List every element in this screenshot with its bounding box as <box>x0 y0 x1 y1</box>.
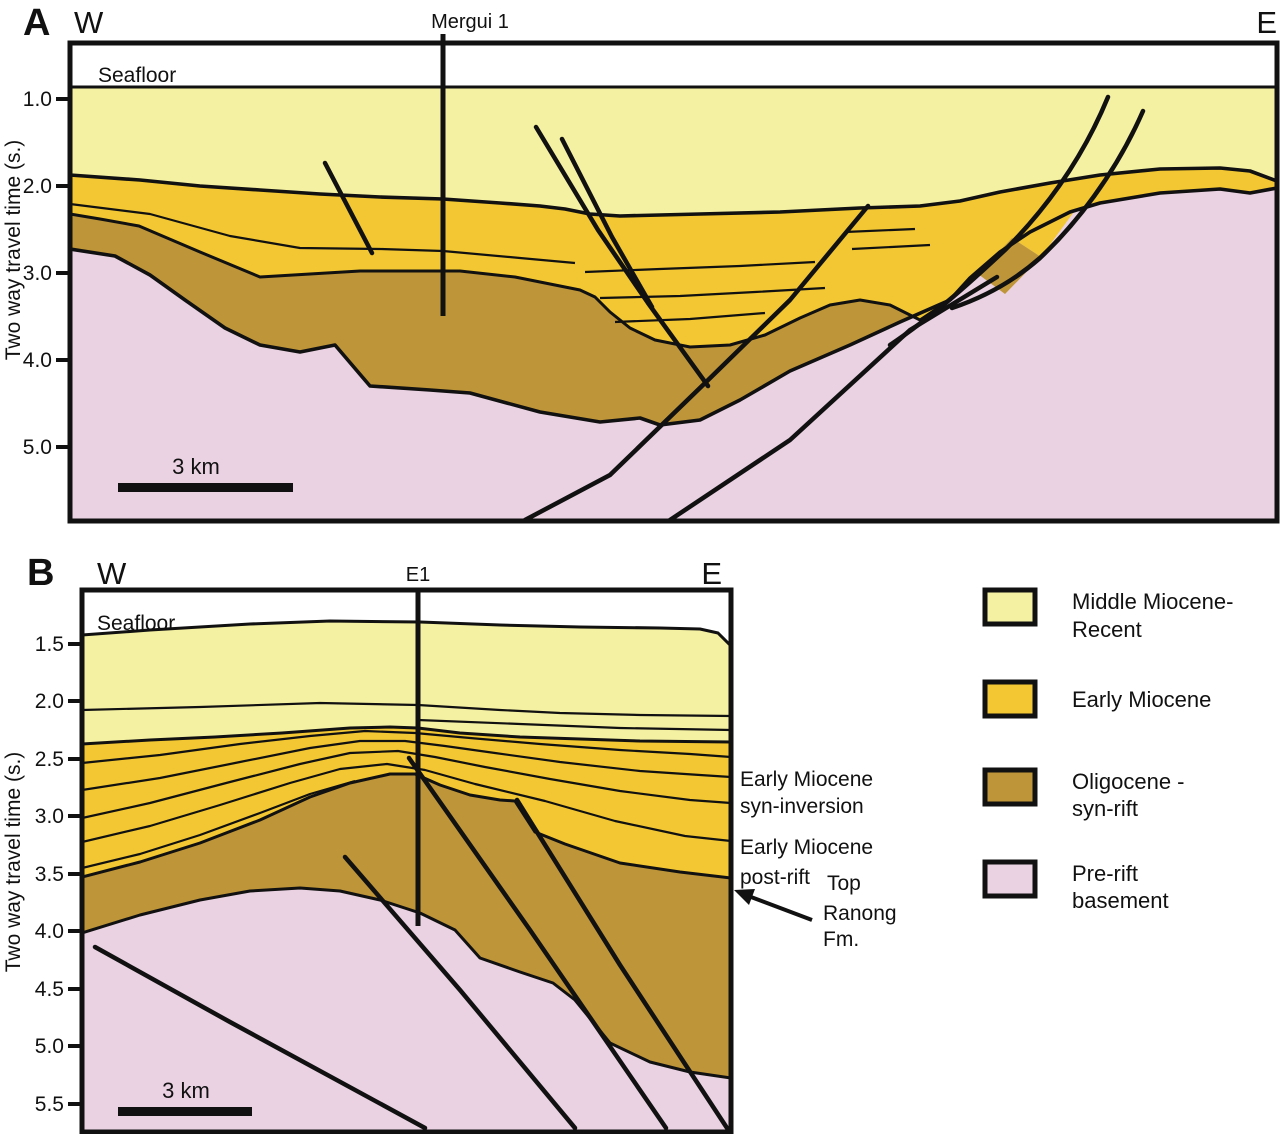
internal-horizon-b <box>82 762 731 844</box>
layer-middle-miocene-recent-a <box>70 87 1277 216</box>
legend-swatch-early-miocene <box>982 679 1038 719</box>
legend-swatch-middle-miocene-recent <box>982 587 1038 627</box>
internal-horizon-b <box>82 779 356 870</box>
panel-b: B W E1 E <box>2 552 897 1134</box>
internal-horizon-b <box>82 739 731 792</box>
layer-middle-miocene-recent-b <box>82 621 731 744</box>
layer-oligocene-syn-rift-a <box>70 214 950 425</box>
internal-horizon-a <box>614 311 766 324</box>
panel-b-annotations: Early Miocene syn-inversion Early Miocen… <box>734 768 897 951</box>
panel-b-axis: 1.5 2.0 2.5 3.0 3.5 4.0 4.5 5.0 5.5 Two … <box>2 633 82 1116</box>
axis-label-a: Two way travel time (s.) <box>2 140 25 361</box>
axis-tick-label: 5.5 <box>35 1093 64 1116</box>
axis-tick-label: 2.0 <box>35 690 64 713</box>
scale-bar-b <box>118 1107 252 1116</box>
layer-early-miocene-b <box>82 727 731 878</box>
axis-tick-label: 3.0 <box>23 262 52 285</box>
panel-b-section <box>82 590 731 1132</box>
panel-a-border <box>67 40 1280 524</box>
internal-horizon-a <box>70 202 576 265</box>
legend-swatch-pre-rift-basement <box>982 859 1038 899</box>
panel-b-border <box>79 587 734 1134</box>
fault-line-a <box>664 274 1000 521</box>
top-ranong-arrow <box>750 895 813 922</box>
seafloor-label-a: Seafloor <box>98 64 176 87</box>
legend-label: Recent <box>1072 617 1142 642</box>
axis-tick-label: 1.0 <box>23 88 52 111</box>
water-layer-a <box>70 43 1277 87</box>
fault-block-sliver-a <box>1012 172 1092 257</box>
panel-a-west-label: W <box>74 5 104 40</box>
fault-line-a <box>887 94 1111 348</box>
fault-line-b <box>514 797 730 1131</box>
axis-label-b: Two way travel time (s.) <box>2 752 25 973</box>
legend-label: syn-rift <box>1072 796 1138 821</box>
horizon-top-early-miocene-b <box>82 725 731 746</box>
panel-b-east-label: E <box>701 556 722 591</box>
internal-horizon-b <box>82 729 731 765</box>
axis-tick-label: 3.5 <box>35 863 64 886</box>
scale-bar-label-b: 3 km <box>162 1078 210 1103</box>
horizon-top-basement-a <box>70 186 1277 427</box>
horizon-top-oligocene-a <box>70 212 951 349</box>
internal-horizon-a <box>851 243 931 251</box>
legend-label: basement <box>1072 888 1169 913</box>
panel-b-well-label: E1 <box>406 564 430 586</box>
axis-tick-label: 4.0 <box>23 349 52 372</box>
panel-a: A W Mergui 1 E <box>2 2 1280 524</box>
axis-tick-label: 3.0 <box>35 805 64 828</box>
horizon-top-basement-b <box>82 886 731 1080</box>
annotation-top-ranong: Top <box>827 872 861 895</box>
annotation-top-ranong: Ranong <box>823 902 897 925</box>
water-layer-b <box>82 590 731 646</box>
fault-line-a <box>522 203 871 521</box>
legend: Middle Miocene- Recent Early Miocene Oli… <box>982 587 1233 913</box>
internal-horizon-a <box>584 260 816 274</box>
axis-tick-label: 5.0 <box>35 1035 64 1058</box>
axis-tick-label: 5.0 <box>23 436 52 459</box>
internal-horizon-b <box>417 718 731 732</box>
layer-oligocene-syn-rift-b <box>82 774 731 1078</box>
axis-tick-label: 2.0 <box>23 175 52 198</box>
internal-horizon-b <box>82 701 731 718</box>
internal-horizon-a <box>599 286 826 300</box>
legend-label: Early Miocene <box>1072 687 1211 712</box>
fault-line-b <box>406 755 669 1131</box>
fault-line-b <box>92 944 428 1131</box>
annotation-post-rift: post-rift <box>740 866 810 889</box>
legend-label: Middle Miocene- <box>1072 589 1233 614</box>
axis-tick-label: 4.5 <box>35 978 64 1001</box>
annotation-top-ranong: Fm. <box>823 928 859 951</box>
fault-line-a <box>533 124 711 389</box>
annotation-syn-inversion: syn-inversion <box>740 795 864 818</box>
axis-tick-label: 2.5 <box>35 748 64 771</box>
panel-a-axis: 1.0 2.0 3.0 4.0 5.0 Two way travel time … <box>2 88 70 459</box>
panel-b-letter: B <box>27 552 54 594</box>
seafloor-label-b: Seafloor <box>97 612 175 635</box>
axis-tick-label: 1.5 <box>35 633 64 656</box>
panel-a-letter: A <box>23 2 50 44</box>
scale-bar-a <box>118 483 293 492</box>
legend-label: Pre-rift <box>1072 861 1138 886</box>
fault-line-a <box>559 136 655 310</box>
legend-swatch-oligocene-syn-rift <box>982 767 1038 807</box>
fault-line-a <box>322 160 375 256</box>
panel-a-well-label: Mergui 1 <box>431 11 509 33</box>
legend-label: Oligocene - <box>1072 769 1185 794</box>
seafloor-line-b <box>82 619 731 648</box>
panel-b-west-label: W <box>97 556 127 591</box>
panel-a-section <box>70 43 1277 521</box>
internal-horizon-a <box>844 227 916 234</box>
axis-tick-label: 4.0 <box>35 920 64 943</box>
top-ranong-arrowhead <box>734 889 755 905</box>
scale-bar-label-a: 3 km <box>172 454 220 479</box>
fault-line-a <box>949 108 1146 311</box>
panel-a-east-label: E <box>1256 5 1277 40</box>
layer-early-miocene-a <box>70 168 1277 347</box>
annotation-post-rift: Early Miocene <box>740 836 873 859</box>
fault-line-b <box>342 854 578 1131</box>
horizon-top-oligocene-b <box>82 772 731 880</box>
annotation-syn-inversion: Early Miocene <box>740 768 873 791</box>
